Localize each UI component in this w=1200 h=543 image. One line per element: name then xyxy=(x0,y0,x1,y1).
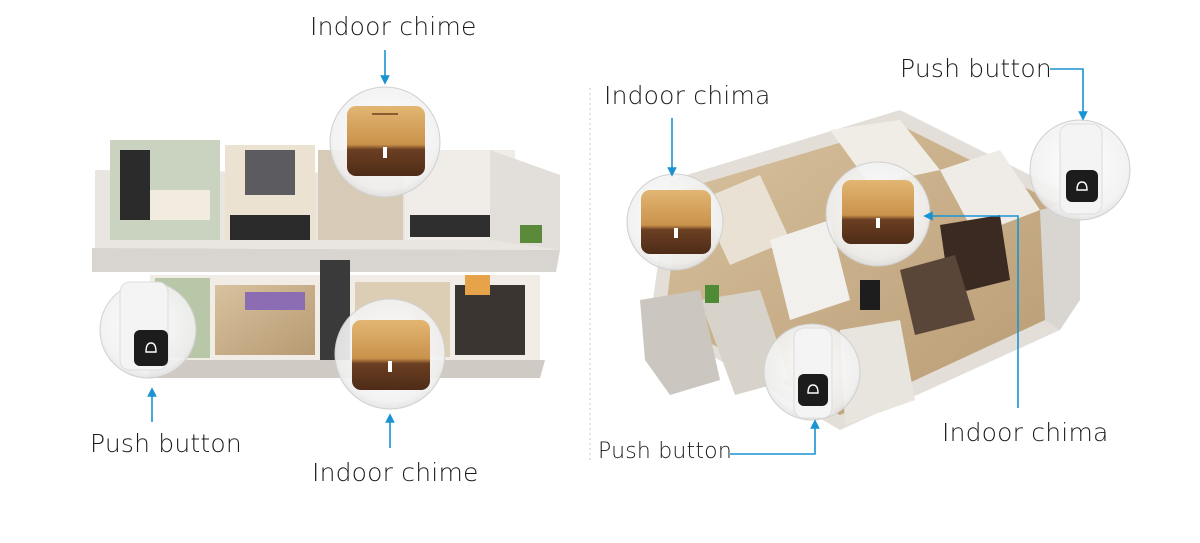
right-left-chime-bubble xyxy=(626,173,724,271)
label-left-top-chime: Indoor chime xyxy=(310,12,477,41)
right-center-chime-bubble xyxy=(825,161,931,267)
right-top-push-button-bubble xyxy=(1029,119,1131,221)
right-apartment-cutaway xyxy=(640,110,1080,430)
left-top-chime-bubble xyxy=(329,86,441,198)
label-right-top-push-button: Push button xyxy=(900,54,1052,83)
leader-right-bottom-push-button xyxy=(730,419,820,455)
right-bottom-push-button-bubble xyxy=(763,323,861,421)
left-bottom-chime-bubble xyxy=(334,298,446,410)
callout-lines xyxy=(147,50,1088,455)
leader-right-center-chime xyxy=(923,211,1019,408)
label-right-bottom-push-button: Push button xyxy=(598,439,732,464)
left-push-button-bubble xyxy=(99,281,197,379)
leader-right-top-push-button xyxy=(1050,68,1088,121)
label-right-left-chime: Indoor chima xyxy=(604,81,771,110)
label-right-bottom-chime: Indoor chima xyxy=(942,418,1109,447)
label-left-push-button: Push button xyxy=(90,429,242,458)
label-left-bottom-chime: Indoor chime xyxy=(312,458,479,487)
